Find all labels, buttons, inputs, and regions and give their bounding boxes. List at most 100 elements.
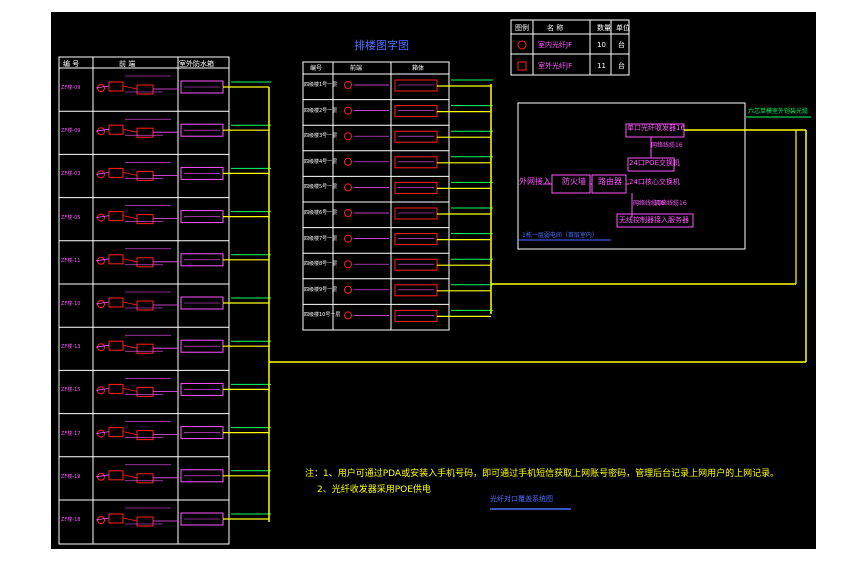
left-row-link xyxy=(122,474,138,479)
network-wireless-controller: 无线控制器接入服务器 xyxy=(619,216,689,224)
left-row-id: ZF楼-11 xyxy=(61,257,81,264)
mid-row-box-symbol xyxy=(394,233,438,246)
left-row-device-symbol xyxy=(108,167,124,178)
drawing-canvas: 排楼图字图 图例 名 称 数量 单位 室内光纤JF 10 台 室外光纤JF 11… xyxy=(51,12,816,549)
left-row-link xyxy=(122,85,138,90)
left-row-device-symbol xyxy=(108,340,124,351)
left-row-device-symbol xyxy=(136,170,154,181)
left-row-id: ZF楼-05 xyxy=(61,214,81,221)
left-row-link xyxy=(95,474,110,478)
left-row-device-symbol xyxy=(108,470,124,481)
mid-row-circle-symbol xyxy=(344,183,352,192)
left-row-link xyxy=(122,215,138,219)
mid-row-id: 四级楼7号一层 xyxy=(304,235,338,242)
mid-row-circle-symbol xyxy=(344,106,352,115)
left-row-link xyxy=(95,517,110,521)
left-row-device-symbol xyxy=(108,427,124,438)
left-row-id: ZF楼-15 xyxy=(61,387,81,394)
network-fiber-label: 六芯单模室外铠装光缆 xyxy=(748,108,809,115)
left-table-header-id: 编 号 xyxy=(63,60,80,68)
mid-row-box-symbol xyxy=(394,309,438,322)
legend-header-name: 名 称 xyxy=(547,24,564,32)
left-table-header-box: 室外防水箱 xyxy=(179,60,214,68)
left-row-link xyxy=(122,431,138,435)
left-row-device-symbol xyxy=(108,297,124,308)
left-row-id: ZF楼-18 xyxy=(61,517,81,523)
left-row-device-symbol xyxy=(108,81,124,92)
left-row-link xyxy=(95,301,110,305)
legend-row-1-name: 室内光纤JF xyxy=(538,41,573,49)
network-inlet: 外网接入 xyxy=(519,177,551,186)
network-poe-switch: 24口POE交换机 xyxy=(629,159,681,167)
drawing-title: 排楼图字图 xyxy=(354,39,409,52)
left-row-device-symbol xyxy=(136,343,154,354)
legend-row-2-qty: 11 xyxy=(597,62,606,70)
left-row-device-symbol xyxy=(108,513,124,524)
mid-row-box-symbol xyxy=(394,79,438,92)
left-table-header-front: 前 端 xyxy=(119,60,136,68)
mid-table-header-box: 箱体 xyxy=(412,65,425,72)
left-row-device-symbol xyxy=(108,211,124,222)
left-row-id: ZF楼-09 xyxy=(61,128,81,135)
mid-row-id: 四级楼4号一层 xyxy=(304,158,338,165)
legend-row-1-qty: 10 xyxy=(597,41,606,49)
left-row-link xyxy=(122,517,138,522)
left-row-link xyxy=(95,258,110,262)
mid-row-id: 四级楼3号一层 xyxy=(304,133,338,140)
mid-row-id: 四级楼6号一层 xyxy=(304,210,338,216)
network-core-switch: 24口核心交换机 xyxy=(629,178,680,186)
network-net-cable: 网络线缆16 xyxy=(633,200,665,207)
left-row-link xyxy=(122,172,138,176)
mid-row-box-symbol xyxy=(394,105,438,118)
left-row-link xyxy=(95,431,110,434)
left-row-link xyxy=(122,388,138,392)
network-firewall: 防火墙 xyxy=(562,177,586,186)
left-row-device-symbol xyxy=(136,257,154,268)
mid-row-circle-symbol xyxy=(344,285,352,294)
legend-header-icon: 图例 xyxy=(515,24,529,32)
legend-header-unit: 单位 xyxy=(616,24,630,32)
left-row-id: ZF楼-13 xyxy=(61,344,81,351)
left-row-link xyxy=(122,301,138,306)
network-optical-cable: 网络线缆16 xyxy=(651,142,683,149)
left-row-link xyxy=(122,344,138,349)
mid-row-box-symbol xyxy=(394,156,438,169)
note-1: 注：1、用户可通过PDA或安装入手机号码，即可通过手机短信获取上网账号密码，管理… xyxy=(305,469,780,479)
mid-row-id: 四级楼10号一层 xyxy=(304,312,341,319)
mid-row-circle-symbol xyxy=(344,260,352,269)
legend-row-2-unit: 台 xyxy=(618,62,625,70)
mid-row-id: 四级楼5号一层 xyxy=(304,184,338,191)
left-row-link xyxy=(122,258,138,263)
left-row-id: ZF楼-10 xyxy=(61,301,81,307)
mid-row-id: 四级楼1号一层 xyxy=(304,82,338,88)
left-row-id: ZF楼-09 xyxy=(61,85,81,91)
wireless-controller-box xyxy=(616,213,694,228)
mid-row-box-symbol xyxy=(394,284,438,297)
wiring-layer xyxy=(58,19,811,545)
mid-table-header-front: 前端 xyxy=(350,65,363,72)
left-row-device-symbol xyxy=(136,516,154,527)
legend-header-qty: 数量 xyxy=(597,24,611,32)
mid-row-id: 四级楼2号一层 xyxy=(304,107,338,114)
network-net-cable-2: 网络线缆16 xyxy=(655,200,687,207)
left-row-link xyxy=(122,128,138,133)
left-row-link xyxy=(95,215,110,218)
left-row-id: ZF楼-19 xyxy=(61,473,81,480)
left-row-link xyxy=(95,85,110,89)
left-row-device-symbol xyxy=(108,124,124,135)
left-row-link xyxy=(95,172,110,175)
mid-row-id: 四级楼9号一层 xyxy=(304,286,338,293)
legend-frame xyxy=(510,19,630,76)
left-row-device-symbol xyxy=(136,473,154,484)
left-row-device-symbol xyxy=(136,430,154,441)
mid-row-circle-symbol xyxy=(344,311,352,320)
left-row-device-symbol xyxy=(136,214,154,225)
bottom-title: 光纤对口覆盖系统图 xyxy=(490,495,553,503)
network-room-label: 1栋一层弱电间（首层室内） xyxy=(522,232,598,239)
left-row-link xyxy=(95,344,110,348)
left-row-id: ZF楼-03 xyxy=(61,171,81,178)
mid-row-box-symbol xyxy=(394,207,438,220)
left-row-device-symbol xyxy=(136,386,154,397)
network-router: 路由器 xyxy=(598,177,622,186)
mid-row-circle-symbol xyxy=(344,234,352,243)
